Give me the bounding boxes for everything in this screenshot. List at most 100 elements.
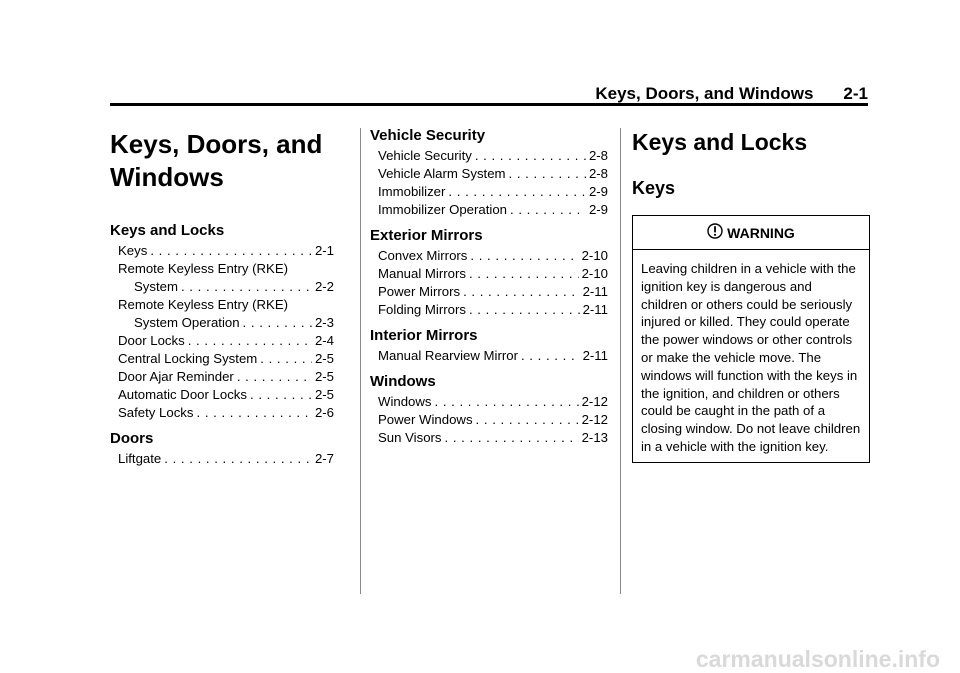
header-title: Keys, Doors, and Windows bbox=[595, 84, 814, 103]
toc-entry: Convex Mirrors 2-10 bbox=[378, 247, 608, 265]
toc-entry: Vehicle Security 2-8 bbox=[378, 147, 608, 165]
toc-section-heading: Doors bbox=[110, 430, 154, 447]
toc-dot-leader bbox=[445, 429, 579, 447]
toc-entry-title: Power Windows bbox=[378, 412, 473, 427]
toc-entry-title: Door Ajar Reminder bbox=[118, 369, 234, 384]
toc-section-heading: Interior Mirrors bbox=[370, 327, 478, 344]
header-page-number: 2-1 bbox=[843, 84, 868, 103]
toc-entry-list: Manual Rearview Mirror 2-11 bbox=[370, 347, 608, 365]
toc-entry: Immobilizer Operation2-9 bbox=[378, 201, 608, 219]
toc-dot-leader bbox=[243, 314, 312, 332]
warning-header: WARNING bbox=[633, 216, 869, 250]
toc-page-number: 2-12 bbox=[581, 394, 608, 409]
toc-page-number: 2-1 bbox=[314, 243, 334, 258]
toc-entry-title: Folding Mirrors bbox=[378, 302, 466, 317]
toc-entry-line: Remote Keyless Entry (RKE) bbox=[118, 296, 334, 314]
toc-section-heading: Keys and Locks bbox=[110, 222, 225, 239]
toc-entry-title: Windows bbox=[378, 394, 432, 409]
warning-exclamation-icon bbox=[707, 223, 723, 242]
toc-dot-leader bbox=[475, 147, 586, 165]
toc-entry-title: Remote Keyless Entry (RKE) bbox=[118, 261, 289, 276]
toc-page-number: 2-5 bbox=[314, 369, 334, 384]
toc-entry: Keys 2-1 bbox=[118, 242, 334, 260]
toc-dot-leader bbox=[237, 368, 312, 386]
toc-entry: Liftgate 2-7 bbox=[118, 450, 334, 468]
toc-dot-leader bbox=[470, 247, 578, 265]
toc-page-number: 2-5 bbox=[314, 351, 334, 366]
toc-dot-leader bbox=[164, 450, 312, 468]
toc-dot-leader bbox=[463, 283, 580, 301]
toc-dot-leader bbox=[476, 411, 579, 429]
toc-page-number: 2-10 bbox=[581, 248, 608, 263]
toc-page-number: 2-6 bbox=[314, 405, 334, 420]
toc-entry-title: Vehicle Alarm System bbox=[378, 166, 506, 181]
toc-entry: Manual Rearview Mirror 2-11 bbox=[378, 347, 608, 365]
toc-page-number: 2-12 bbox=[581, 412, 608, 427]
toc-page-number: 2-10 bbox=[581, 266, 608, 281]
toc-entry: Safety Locks 2-6 bbox=[118, 404, 334, 422]
column-divider bbox=[620, 128, 621, 594]
toc-dot-leader bbox=[260, 350, 312, 368]
toc-entry-list: Liftgate 2-7 bbox=[110, 450, 334, 468]
toc-entry-title: Immobilizer bbox=[378, 184, 446, 199]
toc-dot-leader bbox=[509, 165, 586, 183]
content-column: Keys and Locks Keys WARNING Leaving chil… bbox=[632, 126, 870, 463]
toc-entry-title: Liftgate bbox=[118, 451, 162, 466]
toc-page-number: 2-8 bbox=[588, 148, 608, 163]
toc-page-number: 2-8 bbox=[588, 166, 608, 181]
toc-entry: Folding Mirrors 2-11 bbox=[378, 301, 608, 319]
toc-entry-title: Sun Visors bbox=[378, 430, 442, 445]
toc-entry-title: Manual Mirrors bbox=[378, 266, 466, 281]
toc-entry: Vehicle Alarm System 2-8 bbox=[378, 165, 608, 183]
warning-label: WARNING bbox=[727, 224, 795, 241]
toc-entry-title: Automatic Door Locks bbox=[118, 387, 247, 402]
toc-page-number: 2-11 bbox=[582, 284, 608, 299]
toc-entry: Power Windows 2-12 bbox=[378, 411, 608, 429]
toc-page-number: 2-11 bbox=[582, 348, 608, 363]
toc-entry-title: System bbox=[134, 279, 178, 294]
toc-dot-leader bbox=[435, 393, 579, 411]
toc-page-number: 2-13 bbox=[581, 430, 608, 445]
chapter-title: Keys, Doors, and Windows bbox=[110, 129, 323, 192]
toc-dot-leader bbox=[469, 301, 580, 319]
toc-entry-title: Convex Mirrors bbox=[378, 248, 468, 263]
column-divider bbox=[360, 128, 361, 594]
toc-entry: System Operation2-3 bbox=[118, 314, 334, 332]
toc-entry-title: Vehicle Security bbox=[378, 148, 472, 163]
toc-dot-leader bbox=[188, 332, 312, 350]
toc-page-number: 2-7 bbox=[314, 451, 334, 466]
toc-section-heading: Windows bbox=[370, 373, 436, 390]
toc-entry-line: Remote Keyless Entry (RKE) bbox=[118, 260, 334, 278]
toc-entry: Windows 2-12 bbox=[378, 393, 608, 411]
toc-entry: Manual Mirrors 2-10 bbox=[378, 265, 608, 283]
toc-entry: Central Locking System2-5 bbox=[118, 350, 334, 368]
warning-text: Leaving children in a vehicle with the i… bbox=[641, 261, 861, 454]
toc-dot-leader bbox=[250, 386, 312, 404]
toc-entry-title: System Operation bbox=[134, 315, 240, 330]
header-rule bbox=[110, 103, 868, 106]
toc-page-number: 2-11 bbox=[582, 302, 608, 317]
toc-dot-leader bbox=[448, 183, 586, 201]
toc-dot-leader bbox=[521, 347, 580, 365]
toc-entry: Door Locks2-4 bbox=[118, 332, 334, 350]
toc-page-number: 2-9 bbox=[588, 202, 608, 217]
toc-entry: Sun Visors 2-13 bbox=[378, 429, 608, 447]
toc-entry: Immobilizer 2-9 bbox=[378, 183, 608, 201]
warning-box: WARNING Leaving children in a vehicle wi… bbox=[632, 215, 870, 463]
toc-entry: Automatic Door Locks 2-5 bbox=[118, 386, 334, 404]
toc-page-number: 2-9 bbox=[588, 184, 608, 199]
toc-entry-title: Safety Locks bbox=[118, 405, 194, 420]
toc-entry-title: Keys bbox=[118, 243, 148, 258]
toc-page-number: 2-5 bbox=[314, 387, 334, 402]
toc-entry-title: Manual Rearview Mirror bbox=[378, 348, 518, 363]
subsection-title: Keys bbox=[632, 178, 676, 198]
toc-entry-title: Power Mirrors bbox=[378, 284, 461, 299]
toc-entry: Power Mirrors 2-11 bbox=[378, 283, 608, 301]
